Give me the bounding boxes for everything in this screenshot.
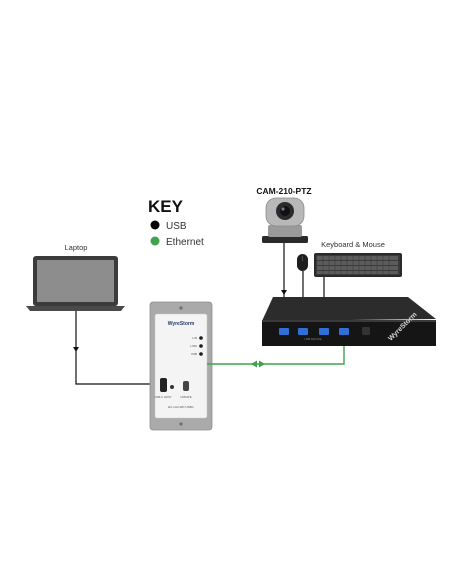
usb-key-label: USB	[166, 221, 187, 232]
wall-plate-device	[149, 301, 213, 431]
led-usb-icon	[199, 352, 203, 356]
wall-plate-port-host-label: USB-C HOST	[154, 395, 172, 399]
laptop-label: Laptop	[65, 243, 88, 252]
led-ld-icon	[199, 336, 203, 340]
arrow-camera	[281, 290, 287, 295]
wall-plate-model: EX-1U2-WP-USBC	[168, 405, 195, 409]
button-icon	[170, 385, 174, 389]
ethernet-arrow-right-icon	[259, 360, 265, 368]
receiver-port-strip-label: USB DEVICE	[305, 337, 322, 341]
usb-cable-laptop	[75, 311, 156, 385]
keyboard-icon	[314, 253, 402, 277]
wall-plate-led-usb-label: USB	[191, 352, 197, 356]
arrow-laptop	[73, 347, 79, 352]
led-link-icon	[199, 344, 203, 348]
ethernet-arrow-left-icon	[251, 360, 257, 368]
receiver-port-icons	[279, 328, 349, 335]
ptz-camera-icon	[262, 197, 308, 243]
wall-plate-led-ld-label: L/D	[192, 336, 198, 340]
usb-c-host-port-icon	[160, 378, 167, 392]
usb-key-swatch	[150, 220, 160, 230]
ethernet-key-swatch	[150, 236, 160, 246]
laptop-icon	[26, 256, 125, 311]
keyboard-mouse-label: Keyboard & Mouse	[321, 240, 385, 249]
receiver-box-device	[262, 297, 436, 346]
ethernet-key-label: Ethernet	[166, 237, 204, 248]
wall-plate-brand: WyreStorm	[168, 321, 195, 327]
camera-label: CAM-210-PTZ	[256, 186, 311, 196]
wall-plate-port-update-label: UPDATE	[180, 395, 191, 399]
key-title: KEY	[148, 197, 184, 216]
wall-plate-led-link-label: LINK	[190, 344, 197, 348]
mouse-icon	[297, 254, 308, 271]
update-port-icon	[183, 381, 189, 391]
